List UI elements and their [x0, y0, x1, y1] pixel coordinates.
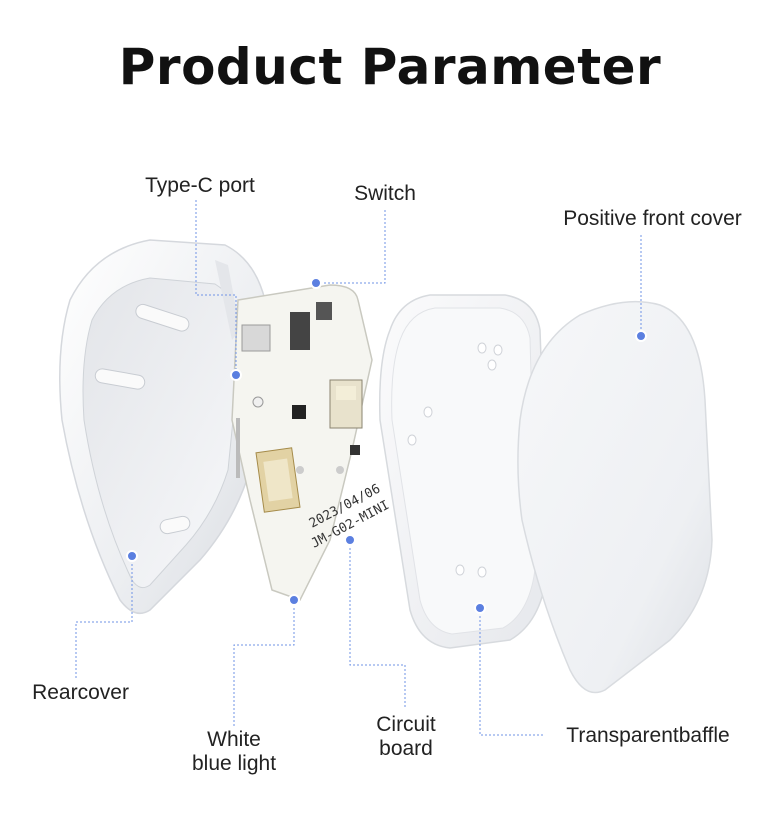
- label-rearcover: Rearcover: [32, 681, 129, 704]
- label-white-blue-light-line1: White: [207, 728, 261, 751]
- label-circuit-board-line2: board: [379, 737, 433, 760]
- label-white-blue-light: White blue light: [172, 728, 296, 776]
- callout-dot-rearcover: [126, 550, 138, 562]
- transparent-baffle-part: [378, 294, 549, 649]
- rear-cover-part: [59, 239, 266, 615]
- page-title: Product Parameter: [118, 38, 662, 96]
- callout-lines: [75, 200, 642, 736]
- callout-dots: [126, 277, 647, 614]
- label-switch: Switch: [354, 182, 416, 205]
- callout-dot-circuit-board: [344, 534, 356, 546]
- label-type-c-port: Type-C port: [145, 174, 255, 197]
- callout-dot-type-c-port: [230, 369, 242, 381]
- callout-dot-switch: [310, 277, 322, 289]
- callout-dot-white-blue-light: [288, 594, 300, 606]
- front-cover-part: [517, 300, 713, 694]
- callout-dot-transparent-baffle: [474, 602, 486, 614]
- circuit-board-part: 2023/04/06 JM-G02-MINI: [231, 284, 392, 601]
- callout-dot-front-cover: [635, 330, 647, 342]
- label-transparent-baffle: Transparentbaffle: [566, 724, 730, 747]
- label-white-blue-light-line2: blue light: [191, 752, 277, 775]
- label-circuit-board-line1: Circuit: [376, 713, 436, 736]
- label-circuit-board: Circuit board: [355, 713, 457, 761]
- label-positive-front-cover: Positive front cover: [563, 207, 742, 230]
